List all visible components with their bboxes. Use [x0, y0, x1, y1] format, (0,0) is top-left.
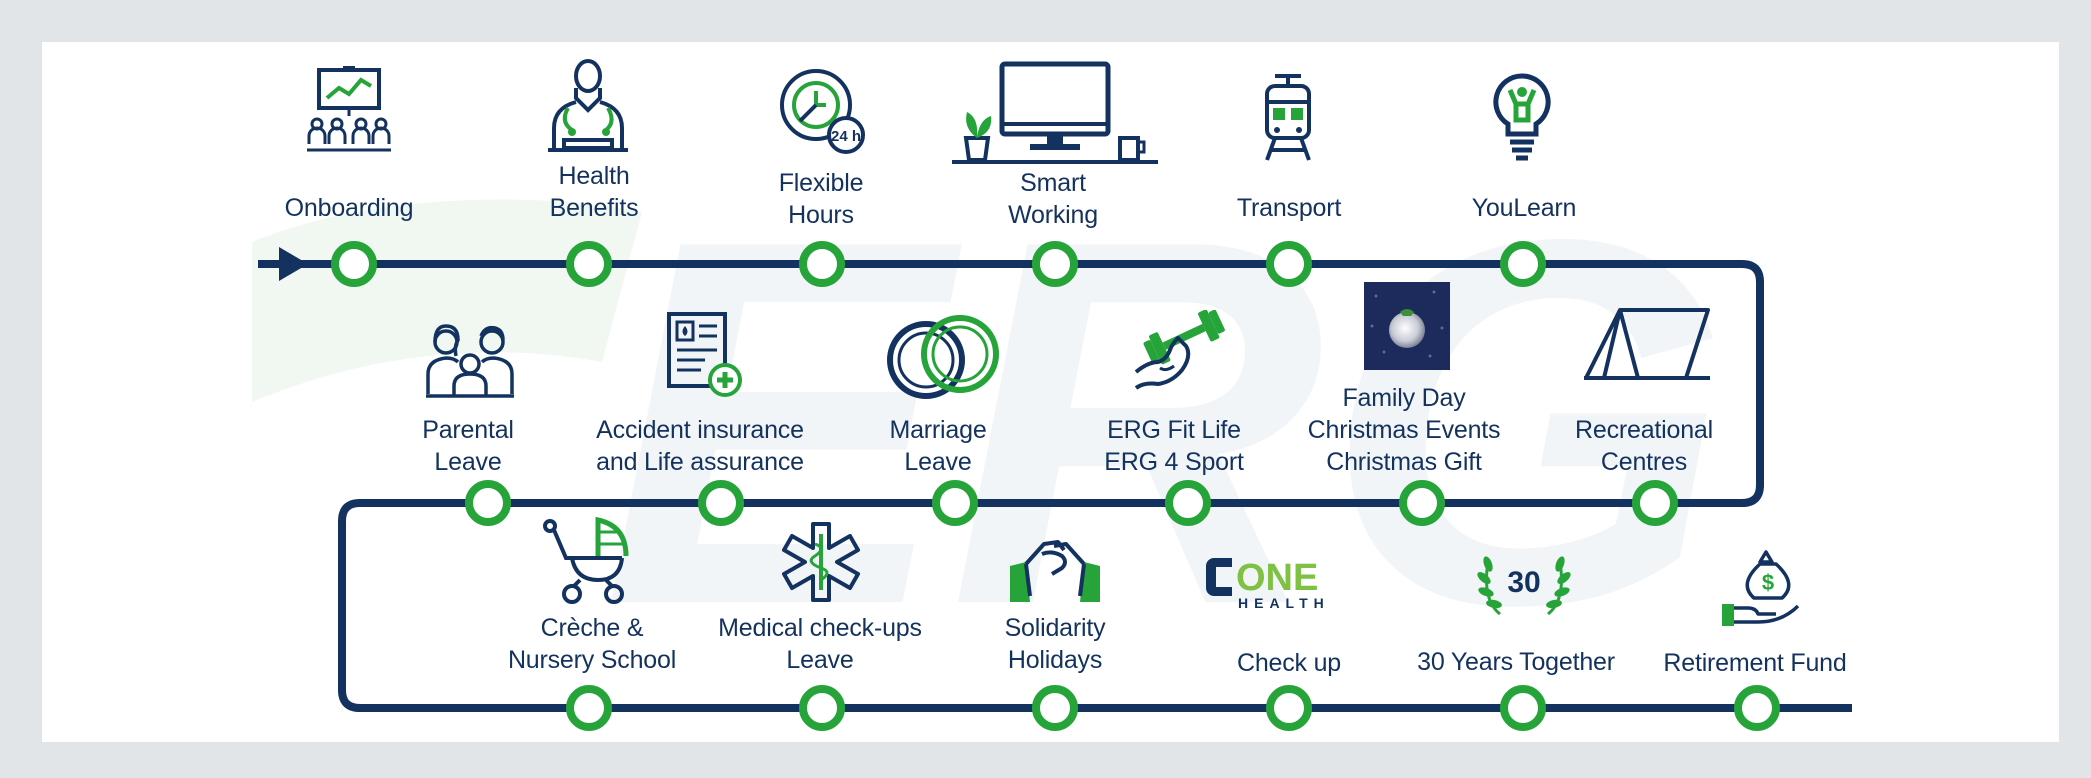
label-creche: Crèche &Nursery School	[507, 614, 677, 674]
label-retirement: Retirement Fund	[1663, 649, 1847, 677]
money-bag-hand-icon: $	[1722, 550, 1800, 626]
svg-text:HEALTH: HEALTH	[1238, 595, 1330, 610]
svg-text:24 h: 24 h	[831, 128, 861, 145]
svg-text:30: 30	[1507, 566, 1540, 599]
node-recreational	[1632, 480, 1678, 526]
baby-stroller-icon	[543, 516, 629, 604]
computer-desk-icon	[952, 61, 1158, 164]
node-solidarity	[1032, 685, 1078, 731]
node-transport	[1266, 241, 1312, 287]
node-parental	[465, 480, 511, 526]
node-accident	[698, 480, 744, 526]
presentation-icon	[307, 66, 391, 152]
node-family	[1399, 480, 1445, 526]
erg-watermark: ERG	[252, 132, 1729, 713]
node-health	[566, 241, 612, 287]
node-smart	[1032, 241, 1078, 287]
node-retirement	[1734, 685, 1780, 731]
svg-text:ONE: ONE	[1236, 557, 1318, 599]
node-fitlife	[1165, 480, 1211, 526]
node-years30	[1500, 685, 1546, 731]
node-youlearn	[1500, 241, 1546, 287]
node-marriage	[932, 480, 978, 526]
wedding-rings-icon	[887, 315, 999, 399]
family-icon	[426, 324, 514, 398]
label-transport: Transport	[1236, 194, 1342, 222]
node-flexible	[799, 241, 845, 287]
star-of-life-icon	[782, 522, 860, 602]
timeline-track	[258, 247, 1852, 712]
label-years30: 30 Years Together	[1417, 648, 1615, 676]
svg-text:$: $	[1762, 570, 1774, 595]
lightbulb-person-icon	[1493, 73, 1551, 161]
track-line	[258, 260, 1852, 712]
dumbbell-arm-icon	[1134, 310, 1225, 390]
node-onboarding	[331, 241, 377, 287]
insurance-document-icon	[667, 312, 742, 397]
start-arrow-icon	[279, 247, 308, 281]
doctor-icon	[548, 59, 628, 152]
label-youlearn: YouLearn	[1471, 194, 1577, 222]
label-checkup: Check up	[1236, 649, 1342, 677]
label-onboarding: Onboarding	[284, 194, 414, 222]
node-medical	[799, 685, 845, 731]
clock-24h-icon: 24 h	[780, 69, 865, 154]
laurel-30-icon: 30	[1477, 556, 1571, 616]
one-health-logo-icon: ONE HEALTH	[1206, 557, 1330, 610]
tent-icon	[1584, 308, 1710, 380]
christmas-ornament-photo-icon	[1364, 282, 1450, 370]
node-creche	[566, 685, 612, 731]
node-checkup	[1266, 685, 1312, 731]
handshake-icon	[1010, 540, 1100, 602]
watermark-text: ERG	[602, 132, 1729, 713]
tram-icon	[1265, 74, 1311, 161]
